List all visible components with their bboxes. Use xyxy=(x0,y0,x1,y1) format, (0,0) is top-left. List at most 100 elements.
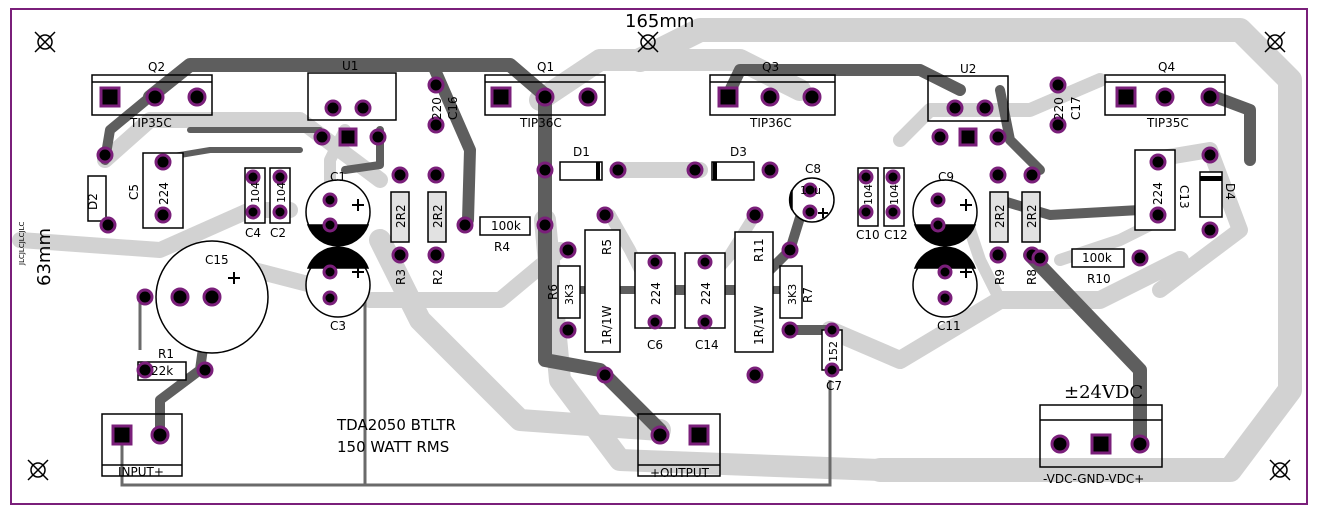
q2-ref: Q2 xyxy=(148,60,165,74)
r8-value: 2R2 xyxy=(1025,204,1039,228)
mounting-hole-top-right xyxy=(1264,31,1286,53)
r7-ref: R7 xyxy=(801,287,815,303)
mounting-hole-top-left xyxy=(34,31,56,53)
transistor-outlines xyxy=(91,72,1226,122)
q3-body xyxy=(709,74,836,116)
c11-ref: C11 xyxy=(937,319,961,333)
power-connector-voltage: ±24VDC xyxy=(1064,382,1143,403)
c15-ref: C15 xyxy=(205,253,229,267)
pad-square xyxy=(111,424,133,446)
c17-value: 220 xyxy=(1052,97,1066,120)
c13-ref: C13 xyxy=(1177,185,1191,209)
mounting-holes xyxy=(27,31,1291,481)
c2-value: 104 xyxy=(275,182,288,203)
d4-ref: D4 xyxy=(1223,183,1237,200)
c16-ref: C16 xyxy=(446,96,460,120)
pad-square xyxy=(1090,433,1112,455)
board-width-label: 165mm xyxy=(625,11,694,32)
thin-wires xyxy=(120,300,832,487)
r7-value: 3K3 xyxy=(786,284,799,305)
r10-value: 100k xyxy=(1082,251,1112,265)
connector-outlines xyxy=(101,404,1163,477)
c8-ref: C8 xyxy=(805,162,821,176)
input-connector-body xyxy=(101,413,183,477)
r2-ref: R2 xyxy=(431,269,445,285)
r9-value: 2R2 xyxy=(993,204,1007,228)
c13-value: 224 xyxy=(1151,182,1165,205)
c17-ref: C17 xyxy=(1069,96,1083,120)
c2-ref: C2 xyxy=(270,226,286,240)
pad-square xyxy=(688,424,710,446)
c14-value: 224 xyxy=(699,282,713,305)
c4-ref: C4 xyxy=(245,226,261,240)
r11-ref: R11 xyxy=(752,238,766,262)
c9-ref: C9 xyxy=(938,170,954,184)
d3-ref: D3 xyxy=(730,145,747,159)
mounting-hole-bottom-left xyxy=(27,459,49,481)
pad-square xyxy=(338,127,358,147)
r5-value: 1R/1W xyxy=(600,305,614,345)
c10-value: 104 xyxy=(862,184,875,205)
pad-square xyxy=(958,127,978,147)
r5-ref: R5 xyxy=(600,239,614,255)
u1-body xyxy=(307,72,397,121)
c7-value: 152 xyxy=(827,341,840,362)
output-connector-body xyxy=(637,413,721,477)
mirror-mark: JLCJLCJLCJLC xyxy=(18,221,26,266)
q4-ref: Q4 xyxy=(1158,60,1175,74)
q1-value: TIP36C xyxy=(519,116,562,130)
pad-square xyxy=(490,86,512,108)
c5-ref: C5 xyxy=(127,184,141,200)
c4-value: 104 xyxy=(249,182,262,203)
board-height-label: 63mm xyxy=(34,228,55,286)
c12-ref: C12 xyxy=(884,228,908,242)
d2-ref: D2 xyxy=(86,193,100,210)
c6-value: 224 xyxy=(649,282,663,305)
power-connector-label: -VDC-GND-VDC+ xyxy=(1043,472,1144,486)
q3-value: TIP36C xyxy=(749,116,792,130)
c6-ref: C6 xyxy=(647,338,663,352)
pad-square xyxy=(717,86,739,108)
pad-square xyxy=(99,86,121,108)
output-connector-label: +OUTPUT xyxy=(650,466,710,480)
r1-ref: R1 xyxy=(158,347,174,361)
u2-body xyxy=(927,75,1009,122)
c7-ref: C7 xyxy=(826,379,842,393)
q4-value: TIP35C xyxy=(1146,116,1189,130)
r4-value: 100k xyxy=(491,219,521,233)
d1-ref: D1 xyxy=(573,145,590,159)
c16-value: 220 xyxy=(430,97,444,120)
r2-value: 2R2 xyxy=(431,204,445,228)
q4-body xyxy=(1104,74,1226,116)
q1-ref: Q1 xyxy=(537,60,554,74)
r9-ref: R9 xyxy=(993,269,1007,285)
pads xyxy=(96,76,1220,455)
r1-value: 22k xyxy=(151,364,173,378)
u2-ref: U2 xyxy=(960,62,976,76)
board-title-line2: 150 WATT RMS xyxy=(337,438,449,456)
r10-ref: R10 xyxy=(1087,272,1111,286)
u1-ref: U1 xyxy=(342,59,358,73)
q3-ref: Q3 xyxy=(762,60,779,74)
polarity-marks xyxy=(228,199,972,284)
r8-ref: R8 xyxy=(1025,269,1039,285)
r3-value: 2R2 xyxy=(394,204,408,228)
q2-body xyxy=(91,74,213,116)
r3-ref: R3 xyxy=(394,269,408,285)
power-connector-body xyxy=(1039,404,1163,468)
silkscreen-labels: 165mm 63mm JLCJLCJLCJLC TDA2050 BTLTR 15… xyxy=(18,11,1237,486)
r6-value: 3K3 xyxy=(563,284,576,305)
c10-ref: C10 xyxy=(856,228,880,242)
pad-square xyxy=(1115,86,1137,108)
mounting-hole-bottom-right xyxy=(1269,459,1291,481)
diode-bands xyxy=(596,162,1222,181)
c12-value: 104 xyxy=(888,184,901,205)
q1-body xyxy=(484,74,606,116)
c1-ref: C1 xyxy=(330,170,346,184)
board-title-line1: TDA2050 BTLTR xyxy=(336,416,456,434)
r4-ref: R4 xyxy=(494,240,510,254)
r6-ref: R6 xyxy=(546,284,560,300)
mounting-hole-top-mid xyxy=(637,31,659,53)
c3-ref: C3 xyxy=(330,319,346,333)
